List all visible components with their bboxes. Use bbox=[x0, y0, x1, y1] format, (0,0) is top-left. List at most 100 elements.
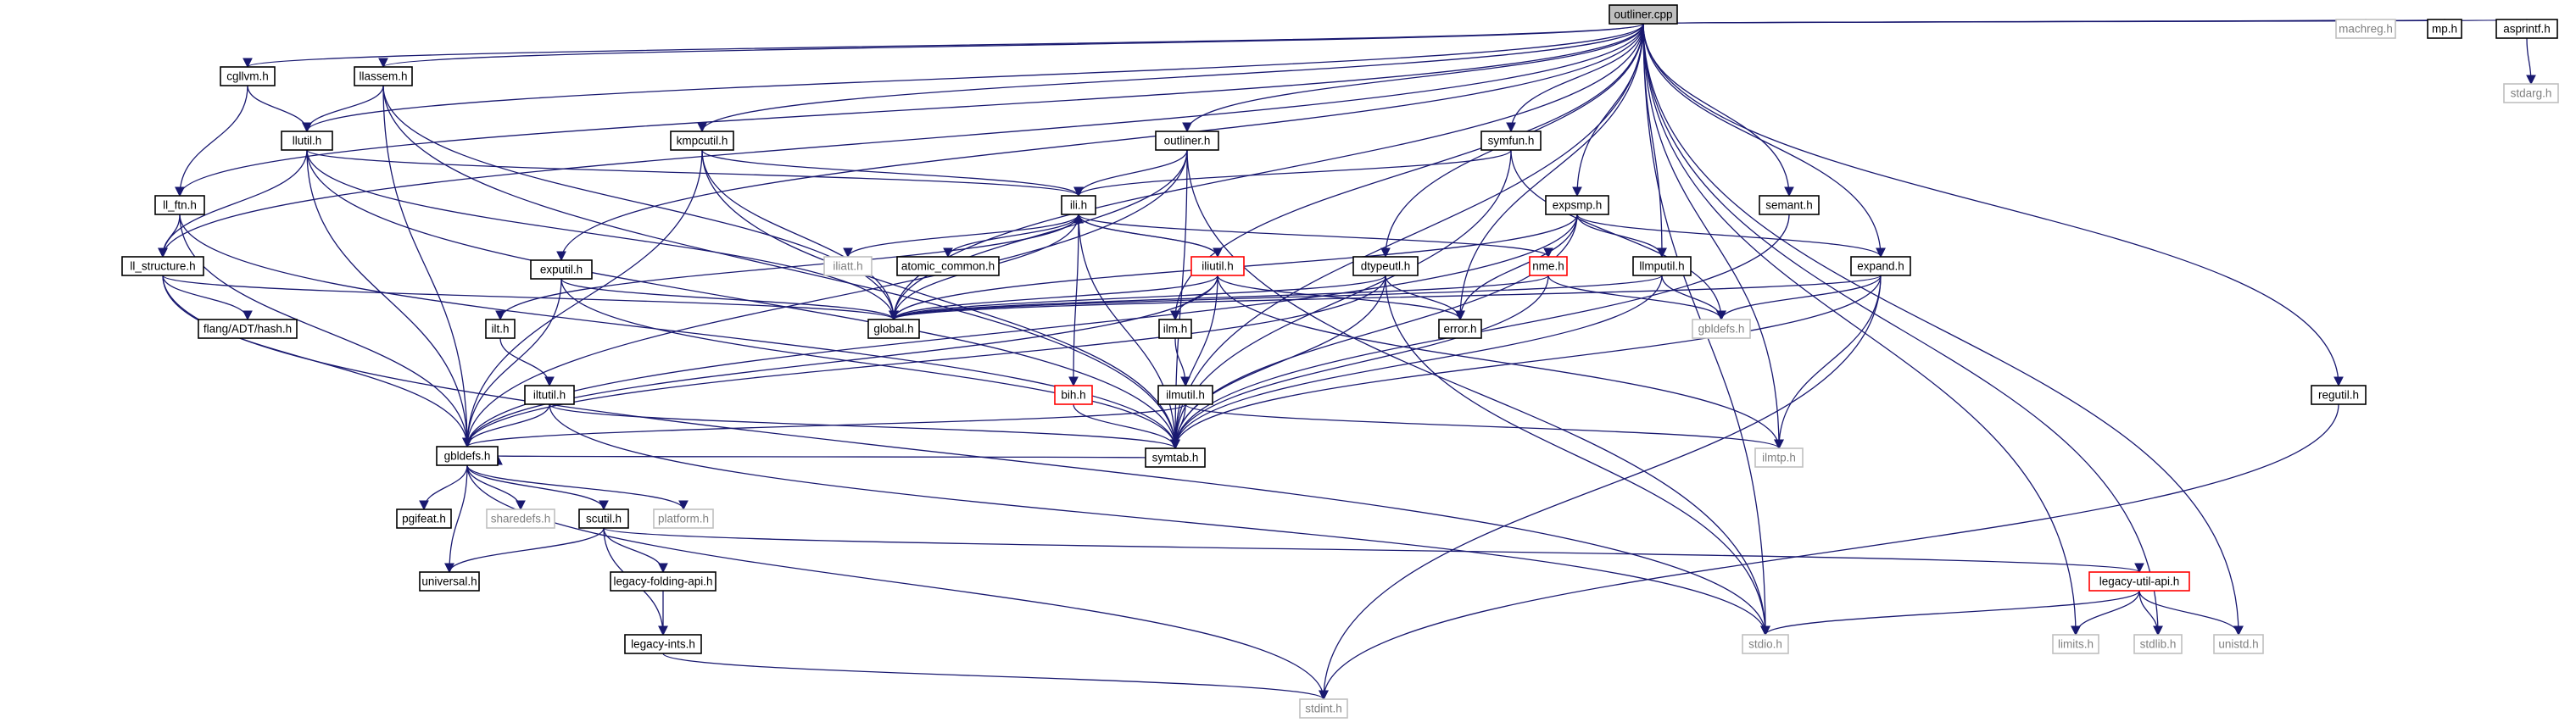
edge-exputil_h-to-global_h bbox=[560, 278, 899, 321]
node-kmpcutil_h[interactable]: kmpcutil.h bbox=[670, 131, 734, 151]
node-legacy_folding_api_h[interactable]: legacy-folding-api.h bbox=[610, 571, 716, 592]
edge-kmpcutil_h-to-ili_h bbox=[701, 149, 1084, 197]
edge-llmputil_h-to-global_h bbox=[889, 275, 1663, 321]
node-regutil_h[interactable]: regutil.h bbox=[2311, 385, 2367, 405]
node-nme_h[interactable]: nme.h bbox=[1529, 256, 1568, 276]
edge-exputil_h-to-symtab_h bbox=[560, 278, 1180, 450]
node-outliner_h[interactable]: outliner.h bbox=[1155, 131, 1219, 151]
node-llassem_h[interactable]: llassem.h bbox=[354, 66, 413, 86]
node-label-legacy_folding_api_h: legacy-folding-api.h bbox=[613, 575, 712, 588]
node-symtab_h[interactable]: symtab.h bbox=[1145, 447, 1206, 468]
node-label-gbldefs_h_r: gbldefs.h bbox=[1698, 323, 1745, 336]
node-label-global_h: global.h bbox=[873, 323, 913, 336]
node-label-semant_h: semant.h bbox=[1765, 199, 1813, 212]
node-label-ilt_h: ilt.h bbox=[491, 323, 509, 336]
node-ilt_h[interactable]: ilt.h bbox=[485, 319, 516, 339]
node-box-ilt_h bbox=[485, 319, 516, 339]
node-box-expand_h bbox=[1850, 256, 1911, 276]
node-box-ili_h bbox=[1061, 195, 1096, 215]
edge-iliutil_h-to-ilmtp_h bbox=[1217, 275, 1784, 450]
node-pgifeat_h[interactable]: pgifeat.h bbox=[396, 508, 452, 529]
node-bih_h[interactable]: bih.h bbox=[1054, 385, 1093, 405]
node-legacy_util_api_h[interactable]: legacy-util-api.h bbox=[2088, 571, 2190, 592]
node-expsmp_h[interactable]: expsmp.h bbox=[1545, 195, 1609, 215]
node-dtypeutl_h[interactable]: dtypeutl.h bbox=[1352, 256, 1419, 276]
node-llutil_h[interactable]: llutil.h bbox=[281, 131, 333, 151]
edge-bih_h-to-symtab_h bbox=[1073, 403, 1180, 450]
edge-ll_structure_h-to-global_h bbox=[162, 275, 899, 321]
node-ilmutil_h[interactable]: ilmutil.h bbox=[1157, 385, 1213, 405]
node-ilm_h[interactable]: ilm.h bbox=[1158, 319, 1192, 339]
edge-expsmp_h-to-error_h bbox=[1455, 214, 1578, 321]
edge-cgllvm_h-to-llutil_h bbox=[247, 85, 312, 133]
edge-iltutil_h-to-stdio_h bbox=[549, 403, 1770, 636]
node-box-llutil_h bbox=[281, 131, 333, 151]
node-box-stdint_h bbox=[1299, 698, 1348, 719]
edge-llmputil_h-to-symtab_h bbox=[1170, 275, 1663, 450]
node-legacy_ints_h[interactable]: legacy-ints.h bbox=[624, 634, 702, 654]
node-iliatt_h: iliatt.h bbox=[823, 256, 873, 276]
edge-outliner_cpp-to-outliner_h bbox=[1182, 23, 1644, 133]
node-ili_h[interactable]: ili.h bbox=[1061, 195, 1096, 215]
node-label-pgifeat_h: pgifeat.h bbox=[402, 513, 446, 525]
edge-outliner_h-to-stdio_h bbox=[1186, 149, 1770, 636]
node-machreg_h: machreg.h bbox=[2335, 19, 2396, 39]
node-label-scutil_h: scutil.h bbox=[586, 513, 622, 525]
node-iliutil_h[interactable]: iliutil.h bbox=[1190, 256, 1245, 276]
edge-legacy_util_api_h-to-unistd_h bbox=[2138, 590, 2244, 636]
node-box-gbldefs_h_r bbox=[1692, 319, 1751, 339]
node-box-mp_h bbox=[2427, 19, 2462, 39]
node-box-symfun_h bbox=[1480, 131, 1542, 151]
node-atomic_common_h[interactable]: atomic_common.h bbox=[896, 256, 1000, 276]
node-symfun_h[interactable]: symfun.h bbox=[1480, 131, 1542, 151]
node-global_h[interactable]: global.h bbox=[867, 319, 920, 339]
edge-outliner_h-to-gbldefs_h bbox=[462, 149, 1188, 448]
edge-outliner_cpp-to-limits_h bbox=[1642, 23, 2081, 636]
node-flang_adt_hash_h[interactable]: flang/ADT/hash.h bbox=[198, 319, 298, 339]
edge-iliutil_h-to-symtab_h bbox=[1170, 275, 1218, 450]
node-platform_h: platform.h bbox=[653, 508, 714, 529]
edge-outliner_cpp-to-ll_ftn_h bbox=[175, 23, 1644, 197]
node-outliner_cpp[interactable]: outliner.cpp bbox=[1609, 4, 1678, 25]
edge-kmpcutil_h-to-symtab_h bbox=[701, 149, 1180, 450]
edge-outliner_h-to-global_h bbox=[889, 149, 1188, 321]
edge-ilmutil_h-to-gbldefs_h bbox=[462, 403, 1186, 448]
node-semant_h[interactable]: semant.h bbox=[1759, 195, 1820, 215]
node-box-cgllvm_h bbox=[220, 66, 276, 86]
node-expand_h[interactable]: expand.h bbox=[1850, 256, 1911, 276]
node-label-unistd_h: unistd.h bbox=[2218, 638, 2258, 651]
node-ll_ftn_h[interactable]: ll_ftn.h bbox=[154, 195, 205, 215]
node-cgllvm_h[interactable]: cgllvm.h bbox=[220, 66, 276, 86]
node-box-stdio_h bbox=[1742, 634, 1789, 654]
node-mp_h[interactable]: mp.h bbox=[2427, 19, 2462, 39]
node-universal_h[interactable]: universal.h bbox=[419, 571, 480, 592]
edge-outliner_cpp-to-asprintf_h bbox=[1642, 18, 2529, 30]
edge-dtypeutl_h-to-gbldefs_h bbox=[462, 275, 1386, 448]
node-label-kmpcutil_h: kmpcutil.h bbox=[677, 135, 728, 147]
edge-symfun_h-to-ili_h bbox=[1073, 149, 1512, 197]
node-box-legacy_util_api_h bbox=[2088, 571, 2190, 592]
edge-outliner_cpp-to-symfun_h bbox=[1506, 23, 1644, 133]
node-exputil_h[interactable]: exputil.h bbox=[530, 259, 593, 280]
node-label-llassem_h: llassem.h bbox=[359, 70, 407, 83]
node-box-global_h bbox=[867, 319, 920, 339]
node-error_h[interactable]: error.h bbox=[1438, 319, 1482, 339]
node-gbldefs_h[interactable]: gbldefs.h bbox=[436, 446, 499, 466]
node-box-gbldefs_h bbox=[436, 446, 499, 466]
edge-ll_ftn_h-to-ll_structure_h bbox=[158, 214, 181, 258]
node-llmputil_h[interactable]: llmputil.h bbox=[1632, 256, 1692, 276]
node-asprintf_h[interactable]: asprintf.h bbox=[2495, 19, 2558, 39]
node-box-outliner_cpp bbox=[1609, 4, 1678, 25]
node-box-legacy_folding_api_h bbox=[610, 571, 716, 592]
node-box-ilmutil_h bbox=[1157, 385, 1213, 405]
node-scutil_h[interactable]: scutil.h bbox=[578, 508, 629, 529]
node-box-expsmp_h bbox=[1545, 195, 1609, 215]
edge-outliner_cpp-to-regutil_h bbox=[1642, 23, 2344, 387]
node-ll_structure_h[interactable]: ll_structure.h bbox=[121, 256, 204, 276]
edge-scutil_h-to-legacy_folding_api_h bbox=[603, 527, 668, 574]
node-label-regutil_h: regutil.h bbox=[2318, 389, 2359, 402]
edge-ll_structure_h-to-flang_adt_hash_h bbox=[162, 275, 253, 321]
node-box-symtab_h bbox=[1145, 447, 1206, 468]
node-box-ll_ftn_h bbox=[154, 195, 205, 215]
node-iltutil_h[interactable]: iltutil.h bbox=[524, 385, 575, 405]
